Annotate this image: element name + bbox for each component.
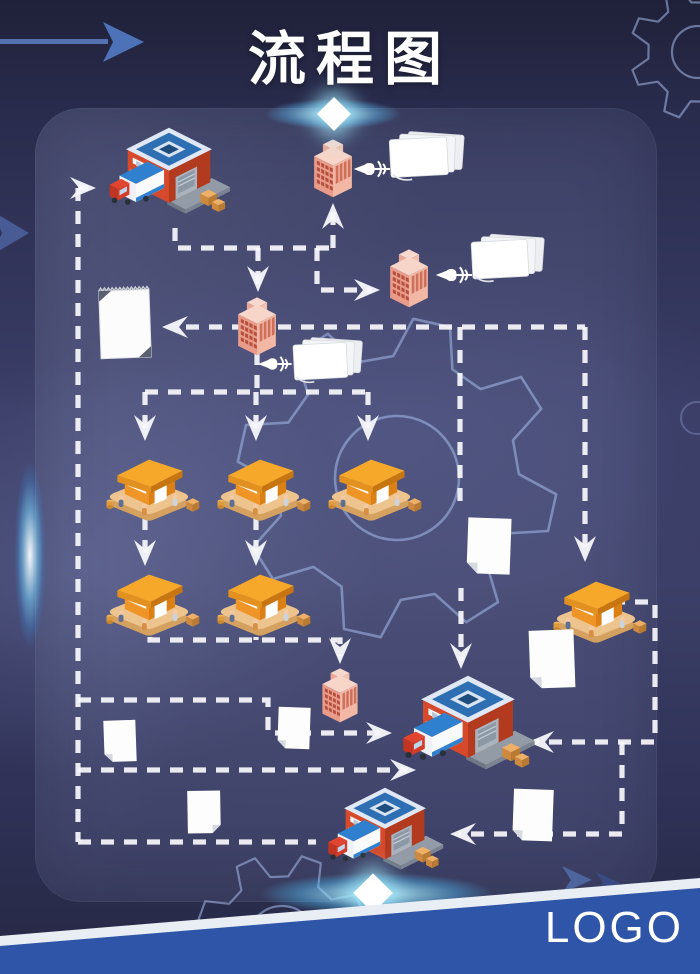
banner-chevron-icon — [562, 866, 592, 893]
page-title: 流程图 — [247, 27, 452, 92]
logo-text: LOGO — [544, 903, 684, 952]
left-edge-arrow-icon — [0, 215, 29, 251]
top-left-arrow-line — [0, 39, 108, 44]
top-left-arrow-icon — [103, 22, 144, 62]
